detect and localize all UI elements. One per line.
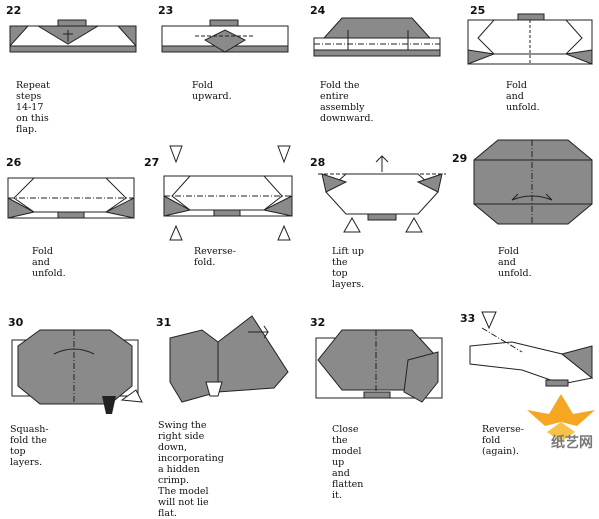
step-29-diagram: [473, 139, 593, 225]
watermark-text: 纸艺网: [551, 435, 593, 451]
step-27-diagram: [163, 145, 293, 241]
step-22-diagram: [9, 19, 137, 53]
step-caption: Lift up the top layers.: [332, 246, 365, 290]
step-caption: Fold and unfold.: [32, 246, 66, 279]
step-33-diagram: [469, 311, 594, 387]
step-caption: Reverse-fold (again).: [482, 424, 525, 457]
step-number: 23: [158, 4, 174, 17]
step-number: 31: [156, 316, 172, 329]
step-number: 29: [452, 152, 468, 165]
step-number: 32: [310, 316, 326, 329]
step-number: 33: [460, 312, 476, 325]
step-caption: Repeat steps 14-17 on this flap.: [16, 80, 50, 135]
step-number: 30: [8, 316, 24, 329]
step-caption: Fold the entire assembly downward.: [320, 80, 374, 124]
step-number: 25: [470, 4, 486, 17]
step-number: 27: [144, 156, 160, 169]
step-25-diagram: [467, 13, 593, 65]
step-31-diagram: [169, 315, 289, 403]
origami-crane-logo: [527, 394, 595, 442]
step-caption: Fold upward.: [192, 80, 232, 102]
step-caption: Fold and unfold.: [506, 80, 540, 113]
step-caption: Squash-fold the top layers.: [10, 424, 49, 468]
step-number: 22: [6, 4, 22, 17]
step-28-diagram: [318, 155, 446, 233]
step-number: 26: [6, 156, 22, 169]
step-32-diagram: [315, 329, 443, 403]
step-23-diagram: [161, 19, 289, 53]
step-caption: Reverse-fold.: [194, 246, 237, 268]
step-caption: Fold and unfold.: [498, 246, 532, 279]
step-24-diagram: [313, 17, 441, 57]
step-caption: Close the model up and flatten it.: [332, 424, 364, 501]
step-26-diagram: [7, 177, 135, 219]
step-30-diagram: [11, 329, 143, 414]
step-number: 28: [310, 156, 326, 169]
step-number: 24: [310, 4, 326, 17]
step-caption: Swing the right side down, incorporating…: [158, 420, 224, 519]
